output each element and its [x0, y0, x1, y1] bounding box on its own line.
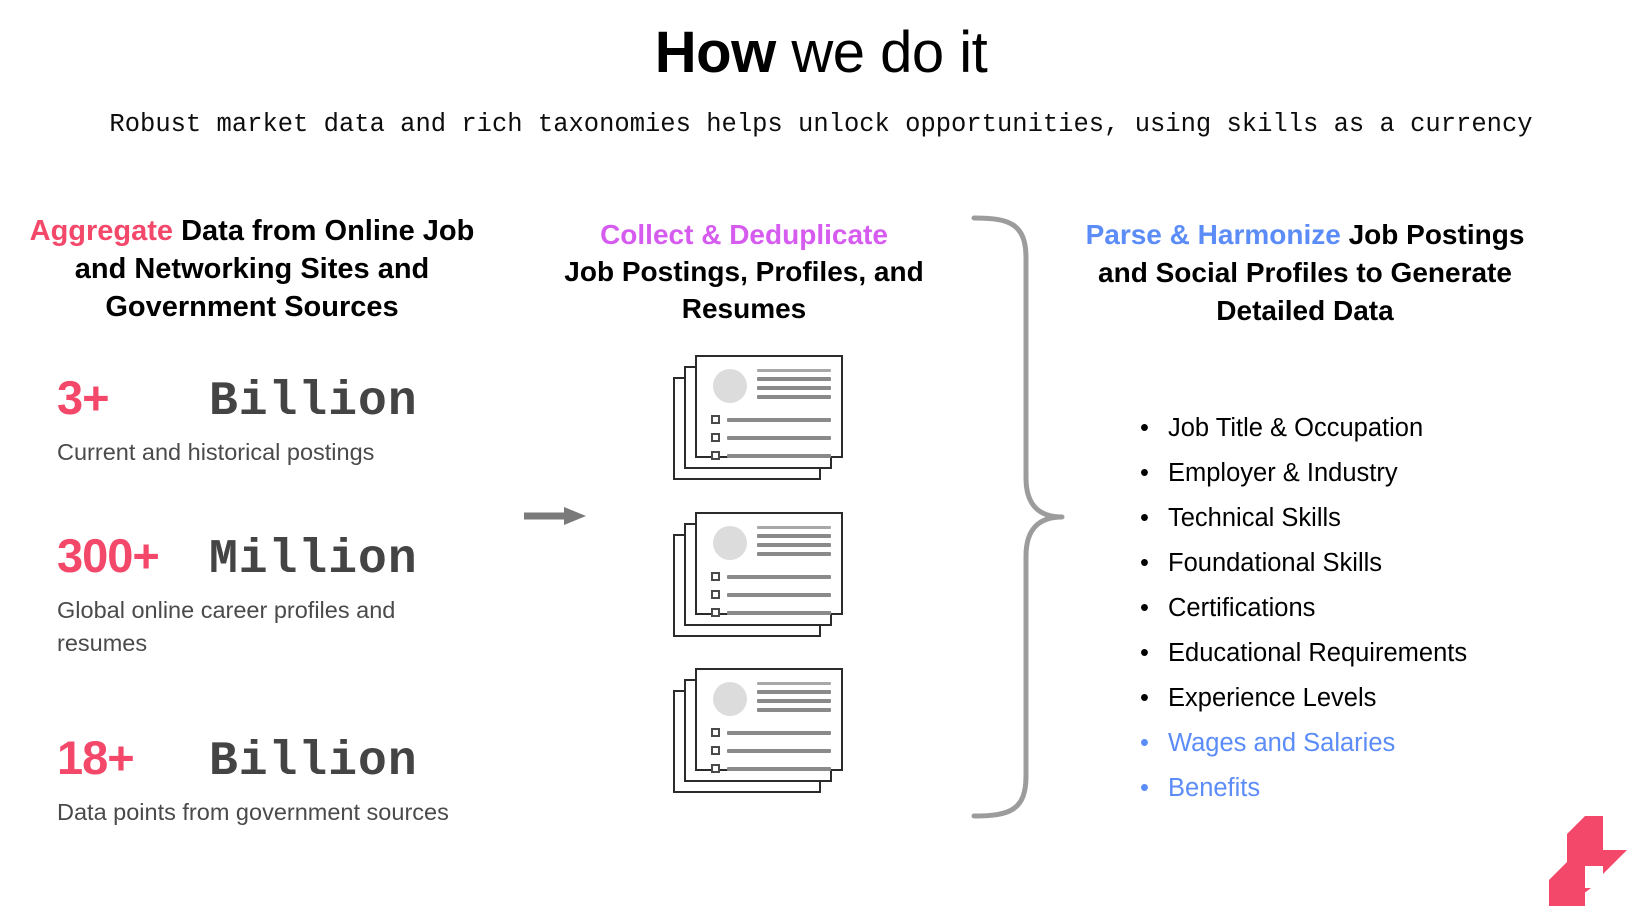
bullet-dot-icon: •: [1140, 729, 1149, 757]
document-text-lines: [757, 682, 831, 717]
document-sheet-front: [695, 668, 843, 773]
document-stack-icon: [673, 355, 843, 480]
stat-description: Current and historical postings: [57, 439, 375, 465]
list-item-label: Employer & Industry: [1168, 459, 1398, 487]
checkbox-icon: [711, 415, 720, 424]
list-item: • Experience Levels: [1140, 676, 1570, 721]
list-item: • Technical Skills: [1140, 496, 1570, 541]
checkbox-icon: [711, 608, 720, 617]
checkbox-icon: [711, 728, 720, 737]
list-item: • Foundational Skills: [1140, 541, 1570, 586]
list-item: • Employer & Industry: [1140, 451, 1570, 496]
checkbox-icon: [711, 764, 720, 773]
list-item: • Job Title & Occupation: [1140, 406, 1570, 451]
list-item-label: Benefits: [1168, 774, 1261, 802]
column-heading-collect: Collect & Deduplicate Job Postings, Prof…: [560, 216, 928, 327]
detail-bullet-list: • Job Title & Occupation • Employer & In…: [1140, 406, 1570, 811]
column-heading-accent-collect: Collect & Deduplicate: [600, 219, 888, 250]
column-heading-aggregate: Aggregate Data from Online Job and Netwo…: [18, 212, 486, 326]
stat-number: 300+: [57, 529, 160, 582]
document-stack-icon: [673, 512, 843, 637]
document-text-lines: [757, 526, 831, 561]
list-item-label: Wages and Salaries: [1168, 729, 1396, 757]
list-item-label: Educational Requirements: [1168, 639, 1468, 667]
document-sheet-front: [695, 512, 843, 617]
stat-row: 300+ Million: [57, 528, 527, 588]
avatar-icon: [713, 682, 747, 716]
list-item-label: Certifications: [1168, 594, 1316, 622]
curly-brace-icon: [952, 210, 1082, 825]
stat-description: Global online career profiles and resume…: [57, 597, 396, 656]
column-heading-parse: Parse & Harmonize Job Postings and Socia…: [1075, 216, 1535, 330]
bullet-dot-icon: •: [1140, 414, 1149, 442]
checkbox-icon: [711, 433, 720, 442]
lightcast-logo-icon: [1549, 816, 1627, 906]
list-item-highlighted: • Benefits: [1140, 766, 1570, 811]
avatar-icon: [713, 369, 747, 403]
stat-row: 18+ Billion: [57, 730, 527, 790]
stat-unit: Million: [209, 533, 418, 587]
list-item-label: Job Title & Occupation: [1168, 414, 1424, 442]
bullet-dot-icon: •: [1140, 774, 1149, 802]
stat-number: 18+: [57, 731, 135, 784]
column-heading-rest-collect: Job Postings, Profiles, and Resumes: [564, 256, 924, 324]
page-title-rest: we do it: [775, 20, 988, 85]
avatar-icon: [713, 526, 747, 560]
checkbox-icon: [711, 572, 720, 581]
stat-block: 300+ Million Global online career profil…: [57, 528, 527, 660]
page-title-strong: How: [654, 20, 776, 85]
page-subtitle: Robust market data and rich taxonomies h…: [109, 110, 1533, 139]
list-item: • Educational Requirements: [1140, 631, 1570, 676]
document-checklist: [711, 415, 831, 469]
document-checklist: [711, 572, 831, 626]
stat-block: 18+ Billion Data points from government …: [57, 730, 527, 829]
bullet-dot-icon: •: [1140, 504, 1149, 532]
document-text-lines: [757, 369, 831, 404]
page-title: How we do it: [0, 18, 1642, 88]
bullet-dot-icon: •: [1140, 639, 1149, 667]
stat-number: 3+: [57, 371, 110, 424]
right-arrow-icon: [524, 505, 586, 527]
bullet-dot-icon: •: [1140, 684, 1149, 712]
stat-block: 3+ Billion Current and historical postin…: [57, 370, 527, 469]
column-heading-accent-parse: Parse & Harmonize: [1085, 219, 1341, 250]
checkbox-icon: [711, 451, 720, 460]
column-heading-accent-aggregate: Aggregate: [29, 215, 174, 247]
stat-row: 3+ Billion: [57, 370, 527, 430]
list-item-label: Foundational Skills: [1168, 549, 1383, 577]
list-item-highlighted: • Wages and Salaries: [1140, 721, 1570, 766]
list-item-label: Technical Skills: [1168, 504, 1341, 532]
document-sheet-front: [695, 355, 843, 460]
bullet-dot-icon: •: [1140, 459, 1149, 487]
list-item-label: Experience Levels: [1168, 684, 1377, 712]
document-stack-icon: [673, 668, 843, 793]
column-heading-rest-parse: Job Postings and Social Profiles to Gene…: [1098, 219, 1525, 326]
column-heading-rest-aggregate: Data from Online Job and Networking Site…: [74, 215, 475, 323]
stat-unit: Billion: [209, 735, 418, 789]
bullet-dot-icon: •: [1140, 594, 1149, 622]
checkbox-icon: [711, 746, 720, 755]
document-checklist: [711, 728, 831, 782]
list-item: • Certifications: [1140, 586, 1570, 631]
bullet-dot-icon: •: [1140, 549, 1149, 577]
checkbox-icon: [711, 590, 720, 599]
stat-unit: Billion: [209, 375, 418, 429]
stat-description: Data points from government sources: [57, 799, 449, 825]
